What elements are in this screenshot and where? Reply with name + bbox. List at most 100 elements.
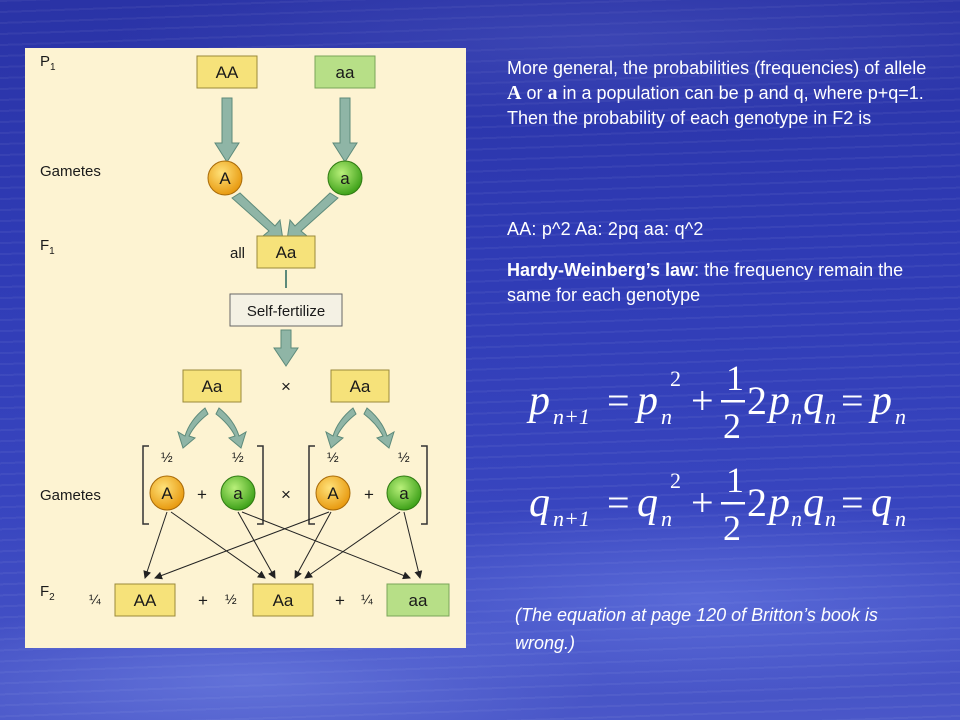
times-gametes: × (281, 485, 291, 504)
split-arrow-left-2 (215, 407, 247, 449)
f1-Aa-box (256, 235, 316, 269)
eq2-plus: + (691, 480, 714, 525)
self-fertilize-box (229, 293, 343, 327)
eq2-t2-p: p (766, 480, 790, 526)
eq1-frac-den: 2 (723, 406, 741, 442)
plus-right: + (364, 485, 374, 504)
gamete-A-bottom-1-label: A (161, 484, 173, 503)
law-name: Hardy-Weinberg’s law (507, 260, 695, 280)
arrow-self-fertilize-down (273, 329, 299, 367)
plus-left: + (197, 485, 207, 504)
bracket-left-open (142, 445, 149, 525)
f2-Aa-box (252, 583, 314, 617)
arrow-parent-to-gamete-a (332, 97, 358, 163)
eq2-frac-den: 2 (723, 508, 741, 548)
eq1-frac-bar (721, 400, 745, 403)
f2-fraction-Aa: ½ (225, 591, 237, 607)
equation-p-recurrence: p n+1 = p n 2 + 1 2 2 p n q n = p n (526, 358, 906, 442)
cross-left-Aa-box (182, 369, 242, 403)
arrow-parent-to-gamete-A (214, 97, 240, 163)
hardy-weinberg-law: Hardy-Weinberg’s law: the frequency rema… (507, 258, 927, 308)
arrow-a2-Aa (304, 511, 401, 579)
split-arrow-left-1 (177, 407, 209, 449)
arrow-A1-Aa (170, 511, 266, 579)
eq1-coef: 2 (747, 378, 767, 423)
eq1-t1-sup: 2 (670, 366, 681, 391)
label-gametes-2: Gametes (40, 487, 101, 504)
arrow-a1-aa (241, 511, 411, 580)
gamete-a-bottom-2 (386, 475, 422, 511)
eq2-equals-1: = (607, 480, 630, 525)
eq1-equals-1: = (607, 378, 630, 423)
gamete-A-bottom-1 (149, 475, 185, 511)
gamete-A-bottom-2 (315, 475, 351, 511)
eq1-t2-q: q (803, 378, 824, 424)
eq2-coef: 2 (747, 480, 767, 525)
cross-right-Aa-box (330, 369, 390, 403)
f2-aa-label: aa (409, 591, 428, 610)
eq2-t1-var: q (637, 480, 658, 526)
eq2-frac-bar (721, 502, 745, 505)
eq1-t1-var: p (634, 378, 658, 424)
parent-aa-box (314, 55, 376, 89)
combination-arrows (143, 511, 423, 580)
eq2-t1-sub: n (661, 506, 672, 531)
f2-plus-2: + (335, 591, 345, 610)
eq1-plus: + (691, 378, 714, 423)
bracket-right-close (421, 445, 428, 525)
eq1-t2-p-sub: n (791, 404, 802, 429)
gamete-a-bottom-1-label: a (233, 484, 243, 503)
eq1-t1-sub: n (661, 404, 672, 429)
gamete-fraction-1: ½ (161, 449, 173, 465)
gamete-A-top (207, 160, 243, 196)
self-fertilize-label: Self-fertilize (247, 303, 325, 320)
gamete-A-bottom-2-label: A (327, 484, 339, 503)
eq1-rhs-sub: n (895, 404, 906, 429)
f2-fraction-AA: ¼ (89, 591, 101, 607)
label-f2: F2 (40, 583, 55, 603)
f1-Aa-label: Aa (276, 243, 297, 262)
f2-plus-1: + (198, 591, 208, 610)
label-gametes-1: Gametes (40, 163, 101, 180)
split-arrow-right-1 (325, 407, 357, 449)
arrow-a2-aa (403, 511, 423, 579)
parent-AA-box (196, 55, 258, 89)
f2-AA-label: AA (134, 591, 157, 610)
eq1-t2-q-sub: n (825, 404, 836, 429)
eq1-lhs-sub: n+1 (553, 404, 590, 429)
paragraph-part-2: in a population can be p and q, where p+… (507, 83, 924, 128)
eq2-equals-2: = (841, 480, 864, 525)
paragraph-part-1: More general, the probabilities (frequen… (507, 58, 927, 78)
cross-left-Aa-label: Aa (202, 377, 223, 396)
gamete-fraction-4: ½ (398, 449, 410, 465)
cross-symbol: × (281, 377, 291, 396)
cross-right-Aa-label: Aa (350, 377, 371, 396)
arrow-A2-Aa (294, 511, 332, 579)
gamete-a-top-label: a (340, 169, 350, 188)
arrow-a1-Aa (237, 511, 276, 579)
allele-a-symbol: a (547, 82, 558, 104)
equation-q-recurrence: q n+1 = q n 2 + 1 2 2 p n q n = q n (529, 460, 906, 548)
label-f1: F1 (40, 237, 55, 257)
gamete-a-bottom-2-label: a (399, 484, 409, 503)
eq2-t2-q: q (803, 480, 824, 526)
f2-AA-box (114, 583, 176, 617)
bracket-right-open (308, 445, 315, 525)
split-arrow-right-2 (363, 407, 395, 449)
allele-A-symbol: A (507, 82, 522, 104)
eq1-lhs-var: p (526, 378, 550, 424)
eq2-rhs-sub: n (895, 506, 906, 531)
eq2-t2-p-sub: n (791, 506, 802, 531)
gamete-a-bottom-1 (220, 475, 256, 511)
probability-paragraph: More general, the probabilities (frequen… (507, 56, 927, 131)
cross-diagram-svg: P1 Gametes F1 Gametes F2 AA aa A a all A… (40, 53, 450, 617)
f1-all-label: all (230, 245, 245, 262)
genetics-cross-diagram: P1 Gametes F1 Gametes F2 AA aa A a all A… (25, 48, 466, 648)
eq1-t2-p: p (766, 378, 790, 424)
f2-fraction-aa: ¼ (361, 591, 373, 607)
gamete-fraction-3: ½ (327, 449, 339, 465)
f2-aa-box (386, 583, 450, 617)
paragraph-or: or (521, 83, 548, 103)
arrow-gamete-a-to-f1 (286, 192, 339, 241)
eq2-lhs-var: q (529, 480, 550, 526)
